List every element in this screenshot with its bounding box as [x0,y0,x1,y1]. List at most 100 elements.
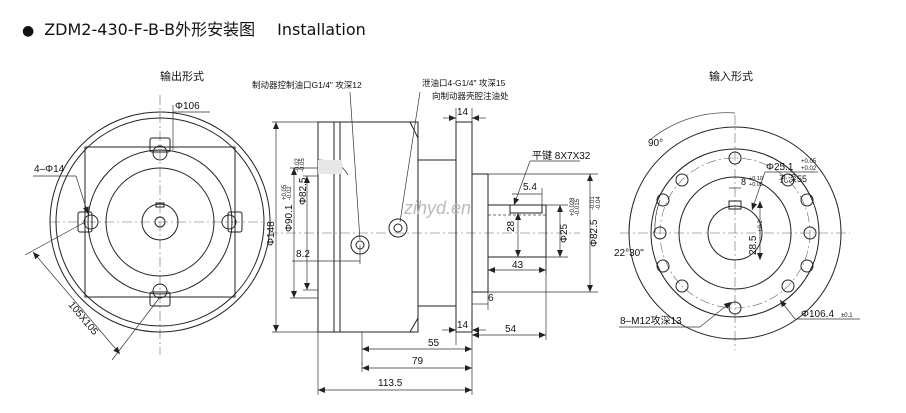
housing-chamfer [409,121,419,333]
motor-housing [317,121,419,333]
angle-22-30-arc [654,199,661,234]
note-drain-leader [399,91,421,223]
outer-housing-circle [49,111,271,333]
housing-inner-rim [55,117,265,327]
bolt-hole-9 [656,193,670,207]
dim-113-5-label: 113.5 [378,378,403,389]
dim-106-label: Φ106 [175,101,200,112]
dim-82-5-right-tol-up: -0.01 [590,196,596,210]
angle-90-arc [649,112,736,141]
dim-25-label: Φ25 [559,223,570,243]
dim-key-leader [513,160,531,206]
dim-8-tol-dn: +0.05 [749,182,763,188]
note-brake-port-leader [349,91,361,241]
mounting-flange [455,121,473,333]
shaft-circle [141,203,179,241]
dim-25-1-leader [751,171,766,211]
pilot-circle [87,149,233,295]
dim-105-ext-a [24,221,86,256]
bolt-hole-6 [675,279,689,293]
dim-54-label: 54 [505,324,517,335]
dim-28-5-label: 28.5 [748,235,759,255]
dim-m12-label: 8–M12攻深13 [620,314,682,327]
bolt-hole-3 [803,226,817,240]
bolt-hole-7 [653,226,667,240]
bolt-hole-left-circle [83,214,99,230]
dim-82-5-right-label: Φ82.5 [589,219,600,247]
dim-90-1-label: Φ90.1 [284,204,295,232]
dim-90deg-label: 90° [648,138,663,149]
housing-hatch [318,160,342,174]
bolt-hole-12 [800,259,814,273]
output-end-view: 输出形式 Φ [24,69,271,361]
dim-82-5-left-tol-up: -0.02 [295,158,301,172]
page-title: ZDM2-430-F-B-B外形安装图 [44,20,256,39]
bolt-hole-11 [800,193,814,207]
dim-106-4-label: Φ106.4 [801,309,834,320]
bolt-hole-1 [728,151,742,165]
dim-90-1-tol-dn: -0.02 [287,186,293,200]
input-outer-circle [628,126,842,340]
input-keyway [728,200,742,210]
input-end-view: 输入形式 [614,69,860,350]
dim-14-bottom-label: 14 [457,320,469,331]
dim-m12-leader [699,301,732,328]
watermark: zihyd.en [403,198,471,218]
note-drain-port: 泄油口4-G1/4" 攻深15 [422,78,506,88]
dim-82-5-left-tol-dn: -0.05 [300,158,306,172]
dim-14-top-label: 14 [457,107,469,118]
dim-105-label: 105X105 [66,300,100,338]
output-view-label: 输出形式 [160,69,204,83]
note-brake-port: 制动器控制油口G1/4" 攻深12 [252,80,362,90]
bolt-hole-2 [781,173,795,187]
dim-106-4-leader [779,299,796,320]
dim-8-2-label: 8.2 [296,249,310,260]
bolt-hole-4 [781,279,795,293]
dim-4phi14-label: 4–Φ14 [34,164,65,175]
bolt-pitch-circle [659,157,811,309]
input-pilot-circle [650,148,820,318]
input-hub-circle [678,176,792,290]
dim-105-line [32,251,121,355]
dim-25-tol-dn: -0.015 [575,198,581,216]
dim-25-1-label: Φ25.1 [766,162,794,173]
bolt-hole-10 [656,259,670,273]
input-view-label: 输入形式 [709,69,753,83]
dim-25-1-tol-up: +0.05 [801,159,817,165]
bullet-icon: ● [22,23,35,39]
dim-106-4-tol: ±0.1 [841,313,853,319]
dim-90-1-tol-up: +0.05 [282,184,288,200]
dim-25-tol-up: +0.028 [570,197,576,216]
dim-key-label: 平键 8X7X32 [532,149,591,162]
dim-5-4-label: 5.4 [523,182,537,193]
dim-105-ext-b [111,296,161,361]
dim-8-tol-up: +0.10 [749,176,763,182]
bolt-hole-bottom [149,291,171,307]
shaft-bore [154,216,166,228]
dim-8-label: 8 [741,177,746,187]
drain-port-inner [393,223,403,233]
page-subtitle: Installation [277,20,366,39]
dim-79-label: 79 [412,356,424,367]
dim-55-label: 55 [428,338,440,349]
housing-groove [333,121,341,333]
dim-22-30-label: 22°30" [614,248,644,259]
dim-82-5-right-tol-dn: -0.04 [596,196,602,210]
note-drain-sub: 向制动器壳腔注油处 [432,91,509,101]
bolt-hole-top [149,137,171,153]
side-view: 制动器控制油口G1/4" 攻深12 泄油口4-G1/4" 攻深15 向制动器壳腔… [252,78,602,395]
sheet-header: ● ZDM2-430-F-B-B外形安装图 Installation [22,16,366,40]
dim-28-5-tol: +0.2 [758,219,764,232]
bolt-hole-right [227,211,243,233]
shaft-key [509,204,543,214]
key-slot [155,202,165,208]
dim-148-label: Φ148 [266,221,277,246]
dim-6-label: 6 [488,293,494,304]
bolt-hole-bottom-circle [152,283,168,299]
dim-25-1-tol-dn: +0.02 [801,166,817,172]
bearing-circle [105,167,215,277]
bolt-hole-top-circle [152,145,168,161]
bolt-hole-8 [675,173,689,187]
